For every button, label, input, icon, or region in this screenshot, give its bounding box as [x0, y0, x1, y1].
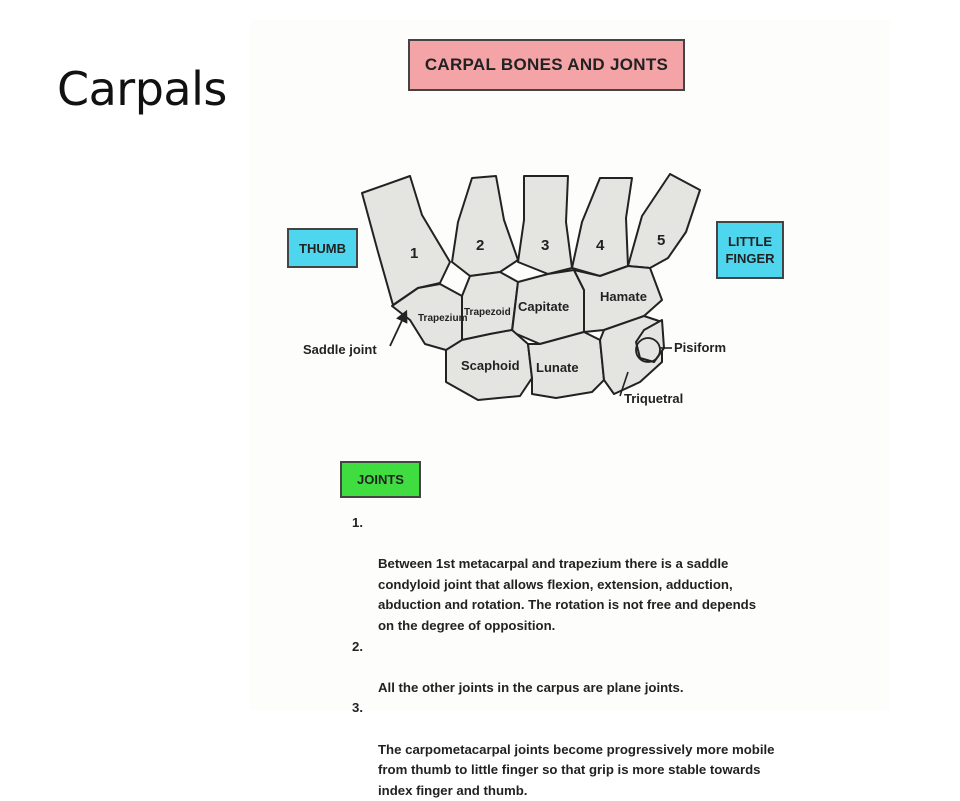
- little-finger-label: LITTLE FINGER: [716, 221, 784, 279]
- metacarpal-number-4: 4: [596, 237, 605, 254]
- triquetral-leader: [619, 371, 629, 397]
- saddle-joint-arrow: [389, 309, 408, 347]
- joint-item-text: All the other joints in the carpus are p…: [378, 679, 684, 695]
- label-triquetral: Triquetral: [624, 391, 683, 406]
- metacarpal-number-2: 2: [476, 237, 484, 254]
- metacarpal-number-3: 3: [541, 237, 549, 254]
- lunate-bone: [527, 331, 605, 399]
- joint-item-number: 1.: [352, 515, 363, 530]
- thumb-label: THUMB: [287, 228, 358, 268]
- joint-item: 1. Between 1st metacarpal and trapezium …: [352, 513, 822, 637]
- carpal-diagram: 1 2 3 4 5 Trapezium Trapezoid Capitate H…: [303, 173, 726, 406]
- metacarpal-number-5: 5: [657, 232, 665, 249]
- label-pisiform: Pisiform: [674, 340, 726, 355]
- label-lunate: Lunate: [536, 360, 579, 375]
- label-capitate: Capitate: [518, 299, 569, 314]
- metacarpal-5: [627, 173, 701, 269]
- label-trapezium: Trapezium: [418, 313, 468, 324]
- joint-item-number: 2.: [352, 638, 363, 654]
- metacarpal-3: [517, 175, 573, 275]
- joint-item-text: Between 1st metacarpal and trapezium the…: [378, 556, 757, 633]
- joints-label: JOINTS: [340, 461, 421, 498]
- slide-title: Carpals: [57, 62, 227, 116]
- pisiform-marker: [635, 337, 661, 363]
- hamate-bone: [573, 265, 663, 333]
- label-trapezoid: Trapezoid: [464, 307, 511, 318]
- diagram-header: CARPAL BONES AND JONTS: [408, 39, 685, 91]
- joint-item: 2. All the other joints in the carpus ar…: [352, 637, 822, 699]
- joints-list: 1. Between 1st metacarpal and trapezium …: [352, 513, 822, 801]
- metacarpal-2: [451, 175, 519, 277]
- metacarpal-number-1: 1: [410, 245, 418, 262]
- label-saddle-joint: Saddle joint: [303, 342, 377, 357]
- metacarpal-4: [571, 177, 633, 277]
- label-hamate: Hamate: [600, 289, 647, 304]
- pisiform-bone: [635, 319, 665, 363]
- joint-item-number: 3.: [352, 700, 363, 716]
- label-scaphoid: Scaphoid: [461, 358, 520, 373]
- joint-item: 3. The carpometacarpal joints become pro…: [352, 698, 822, 801]
- joint-item-text: The carpometacarpal joints become progre…: [378, 741, 775, 798]
